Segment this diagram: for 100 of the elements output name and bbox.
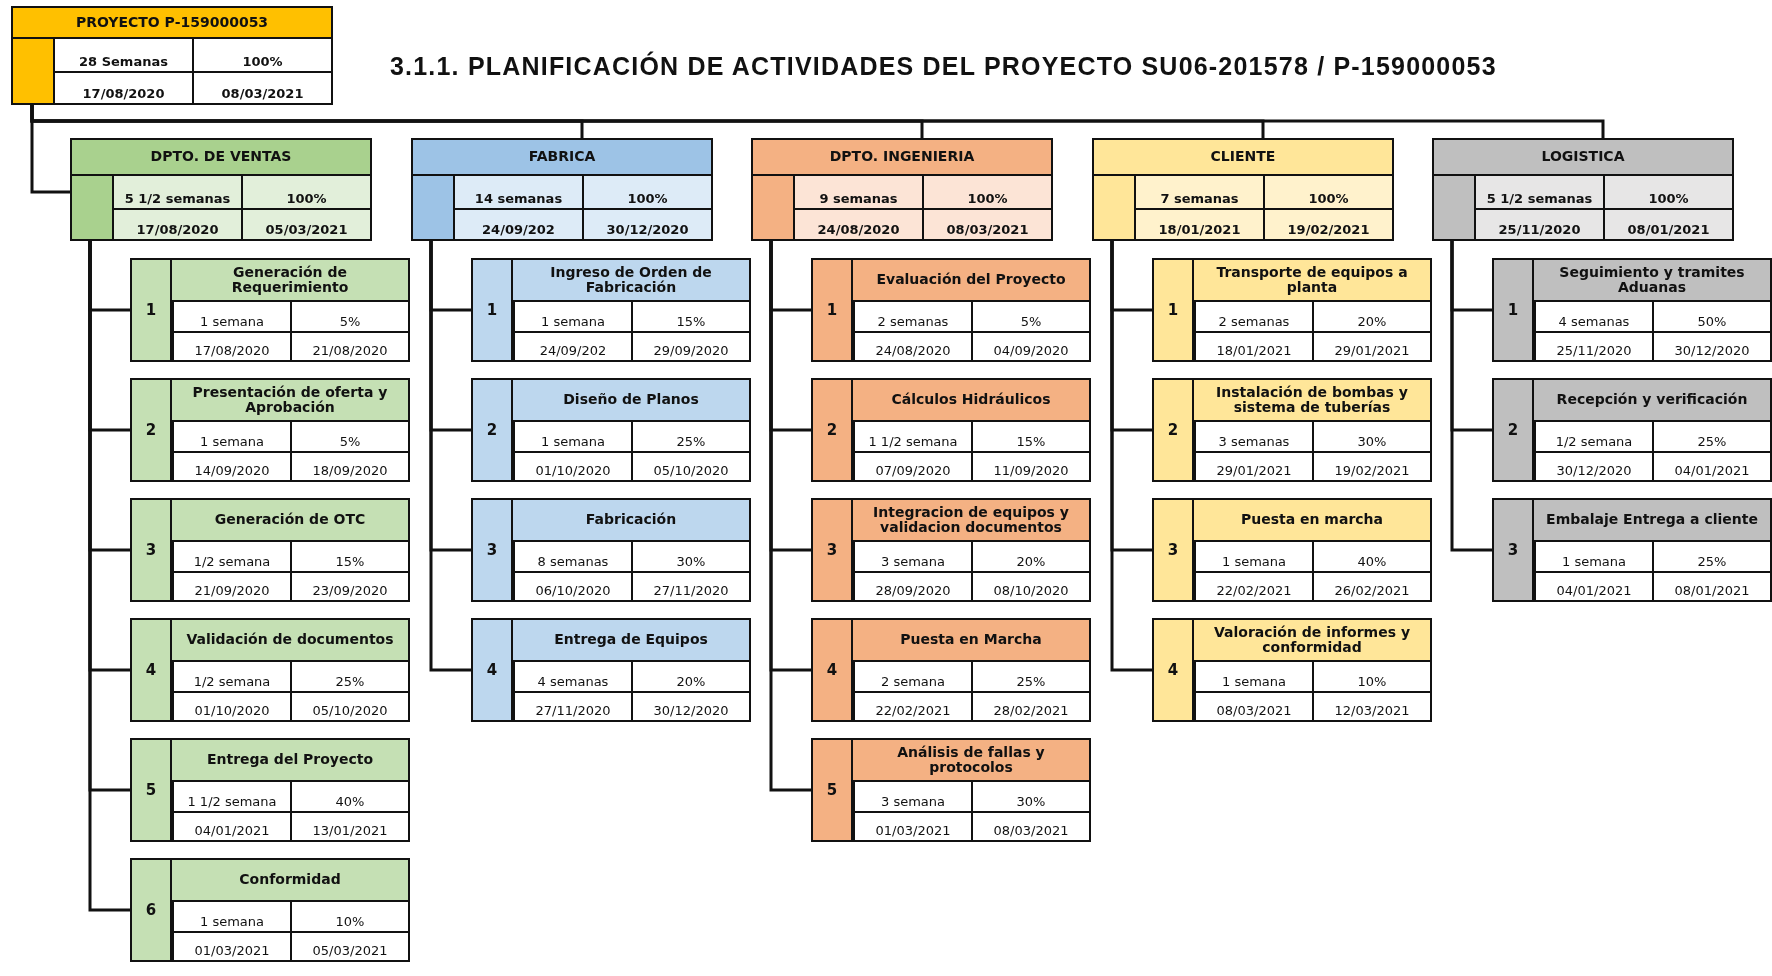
end-date-cell: 19/02/2021 — [1263, 207, 1392, 239]
end-date-cell: 30/12/2020 — [631, 691, 749, 720]
start-date-cell: 21/09/2020 — [172, 571, 290, 600]
percent-cell: 25% — [631, 422, 749, 451]
duration-cell: 1 semana — [1534, 542, 1652, 571]
end-date-cell: 30/12/2020 — [582, 207, 711, 239]
end-date-cell: 29/01/2021 — [1312, 331, 1430, 360]
end-date-cell: 27/11/2020 — [631, 571, 749, 600]
duration-cell: 2 semana — [853, 662, 971, 691]
start-date-cell: 01/10/2020 — [513, 451, 631, 480]
task-box — [130, 498, 410, 602]
start-date-cell: 24/08/2020 — [853, 331, 971, 360]
end-date-cell: 19/02/2021 — [1312, 451, 1430, 480]
start-date-cell: 28/09/2020 — [853, 571, 971, 600]
percent-cell: 15% — [971, 422, 1089, 451]
task-box — [471, 258, 751, 362]
percent-cell: 100% — [582, 176, 711, 208]
end-date-cell: 08/03/2021 — [922, 207, 1051, 239]
duration-cell: 1 semana — [513, 302, 631, 331]
start-date-cell: 22/02/2021 — [1194, 571, 1312, 600]
connector-line — [1450, 241, 1492, 552]
duration-cell: 1 semana — [1194, 542, 1312, 571]
task-box — [811, 498, 1091, 602]
duration-cell: 3 semana — [853, 542, 971, 571]
duration-cell: 28 Semanas — [53, 39, 192, 71]
task-box — [811, 618, 1091, 722]
duration-cell: 5 1/2 semanas — [112, 176, 241, 208]
duration-cell: 14 semanas — [453, 176, 582, 208]
duration-cell: 1 semana — [172, 422, 290, 451]
end-date-cell: 08/01/2021 — [1652, 571, 1770, 600]
start-date-cell: 17/08/2020 — [53, 71, 192, 103]
start-date-cell: 24/09/202 — [513, 331, 631, 360]
end-date-cell: 28/02/2021 — [971, 691, 1089, 720]
start-date-cell: 01/10/2020 — [172, 691, 290, 720]
percent-cell: 30% — [631, 542, 749, 571]
percent-cell: 30% — [1312, 422, 1430, 451]
percent-cell: 40% — [1312, 542, 1430, 571]
end-date-cell: 08/03/2021 — [192, 71, 331, 103]
start-date-cell: 01/03/2021 — [172, 931, 290, 960]
end-date-cell: 05/03/2021 — [290, 931, 408, 960]
duration-cell: 4 semanas — [1534, 302, 1652, 331]
percent-cell: 10% — [1312, 662, 1430, 691]
duration-cell: 1/2 semana — [172, 662, 290, 691]
duration-cell: 1 semana — [172, 902, 290, 931]
percent-cell: 100% — [241, 176, 370, 208]
duration-cell: 1 semana — [1194, 662, 1312, 691]
task-box — [130, 738, 410, 842]
start-date-cell: 06/10/2020 — [513, 571, 631, 600]
percent-cell: 100% — [192, 39, 331, 71]
start-date-cell: 17/08/2020 — [172, 331, 290, 360]
percent-cell: 15% — [631, 302, 749, 331]
connector-line — [769, 241, 811, 792]
task-box — [471, 618, 751, 722]
end-date-cell: 12/03/2021 — [1312, 691, 1430, 720]
duration-cell: 5 1/2 semanas — [1474, 176, 1603, 208]
duration-cell: 3 semana — [853, 782, 971, 811]
start-date-cell: 24/08/2020 — [793, 207, 922, 239]
percent-cell: 5% — [290, 422, 408, 451]
project-box — [11, 6, 333, 105]
end-date-cell: 05/03/2021 — [241, 207, 370, 239]
duration-cell: 1/2 semana — [172, 542, 290, 571]
end-date-cell: 18/09/2020 — [290, 451, 408, 480]
connector-line — [429, 241, 471, 672]
duration-cell: 8 semanas — [513, 542, 631, 571]
end-date-cell: 08/01/2021 — [1603, 207, 1732, 239]
department-box — [70, 138, 372, 241]
percent-cell: 5% — [290, 302, 408, 331]
percent-cell: 20% — [1312, 302, 1430, 331]
percent-cell: 5% — [971, 302, 1089, 331]
percent-cell: 15% — [290, 542, 408, 571]
duration-cell: 7 semanas — [1134, 176, 1263, 208]
start-date-cell: 04/01/2021 — [172, 811, 290, 840]
start-date-cell: 24/09/202 — [453, 207, 582, 239]
task-box — [1152, 258, 1432, 362]
duration-cell: 2 semanas — [853, 302, 971, 331]
task-box — [130, 378, 410, 482]
start-date-cell: 14/09/2020 — [172, 451, 290, 480]
percent-cell: 30% — [971, 782, 1089, 811]
task-box — [1492, 498, 1772, 602]
percent-cell: 25% — [1652, 542, 1770, 571]
diagram-title: 3.1.1. PLANIFICACIÓN DE ACTIVIDADES DEL PROYECTO SU06-201578 / P-159000053 — [390, 52, 1498, 81]
start-date-cell: 08/03/2021 — [1194, 691, 1312, 720]
start-date-cell: 25/11/2020 — [1534, 331, 1652, 360]
start-date-cell: 29/01/2021 — [1194, 451, 1312, 480]
connector-line — [30, 104, 1605, 138]
percent-cell: 100% — [1603, 176, 1732, 208]
start-date-cell: 17/08/2020 — [112, 207, 241, 239]
connector-line — [1110, 241, 1152, 672]
task-box — [811, 258, 1091, 362]
start-date-cell: 04/01/2021 — [1534, 571, 1652, 600]
department-box — [411, 138, 713, 241]
end-date-cell: 11/09/2020 — [971, 451, 1089, 480]
percent-cell: 25% — [290, 662, 408, 691]
end-date-cell: 05/10/2020 — [631, 451, 749, 480]
task-box — [1152, 378, 1432, 482]
start-date-cell: 22/02/2021 — [853, 691, 971, 720]
start-date-cell: 07/09/2020 — [853, 451, 971, 480]
end-date-cell: 04/09/2020 — [971, 331, 1089, 360]
duration-cell: 1 semana — [513, 422, 631, 451]
end-date-cell: 26/02/2021 — [1312, 571, 1430, 600]
